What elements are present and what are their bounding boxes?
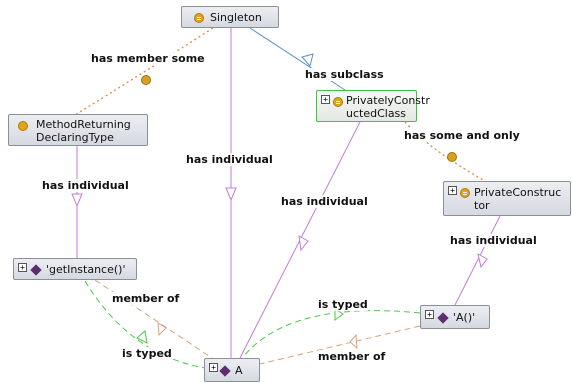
individual-icon [30, 264, 42, 276]
expand-icon[interactable]: + [321, 95, 330, 104]
node-label-line2: uctedClass [346, 107, 407, 120]
class-icon [333, 97, 343, 107]
node-label-line1: MethodReturning [36, 118, 131, 131]
class-icon [460, 188, 470, 198]
edge-label-has-subclass: has subclass [305, 68, 384, 81]
edge-label-member-of: member of [112, 292, 180, 305]
edge-actor-is-typed [242, 308, 421, 358]
edge-label-has-some-and-only: has some and only [404, 129, 520, 142]
edge-label-has-individual: has individual [281, 195, 368, 208]
node-label: A [235, 364, 243, 377]
edge-privately-has-individual [239, 121, 361, 359]
class-icon [194, 13, 204, 23]
node-label-line1: PrivatelyConstr [346, 94, 430, 107]
edge-private-ctor-has-individual [454, 215, 501, 306]
class-node-private-constructor[interactable]: + PrivateConstruc tor [443, 181, 571, 216]
edge-label-is-typed: is typed [122, 347, 172, 360]
individual-node-a[interactable]: + A [204, 358, 260, 382]
expand-icon[interactable]: + [209, 363, 218, 372]
expand-icon[interactable]: + [448, 186, 457, 195]
edge-has-member-some [74, 27, 214, 116]
expand-icon[interactable]: + [425, 310, 434, 319]
individual-icon [437, 312, 449, 324]
node-label-line1: PrivateConstruc [474, 186, 562, 199]
edge-has-some-and-only [404, 121, 486, 182]
edge-label-member-of: member of [318, 350, 386, 363]
edge-actor-member-of [259, 325, 421, 365]
node-label: 'A()' [453, 311, 476, 324]
node-label-line2: tor [474, 199, 490, 212]
individual-node-getinstance[interactable]: + 'getInstance()' [13, 258, 137, 280]
edge-label-has-individual: has individual [450, 234, 537, 247]
edge-label-has-member-some: has member some [91, 52, 205, 65]
edge-method-has-individual [71, 146, 83, 258]
edge-getinstance-is-typed [84, 280, 206, 369]
expand-icon[interactable]: + [18, 263, 27, 272]
node-label-line2: DeclaringType [36, 131, 114, 144]
class-node-method-returning-declaring-type[interactable]: MethodReturning DeclaringType [8, 114, 148, 146]
class-icon [18, 121, 28, 131]
edge-singleton-has-individual-a [225, 28, 237, 358]
edge-label-has-individual: has individual [42, 179, 129, 192]
node-label: Singleton [210, 11, 262, 24]
class-node-singleton[interactable]: Singleton [181, 6, 279, 28]
edge-label-has-individual: has individual [186, 153, 273, 166]
class-node-privately-constructed-class[interactable]: + PrivatelyConstr uctedClass [316, 90, 430, 122]
edge-label-is-typed: is typed [318, 298, 368, 311]
node-label: 'getInstance()' [46, 263, 126, 276]
individual-icon [219, 365, 231, 377]
individual-node-a-constructor[interactable]: + 'A()' [420, 305, 490, 329]
